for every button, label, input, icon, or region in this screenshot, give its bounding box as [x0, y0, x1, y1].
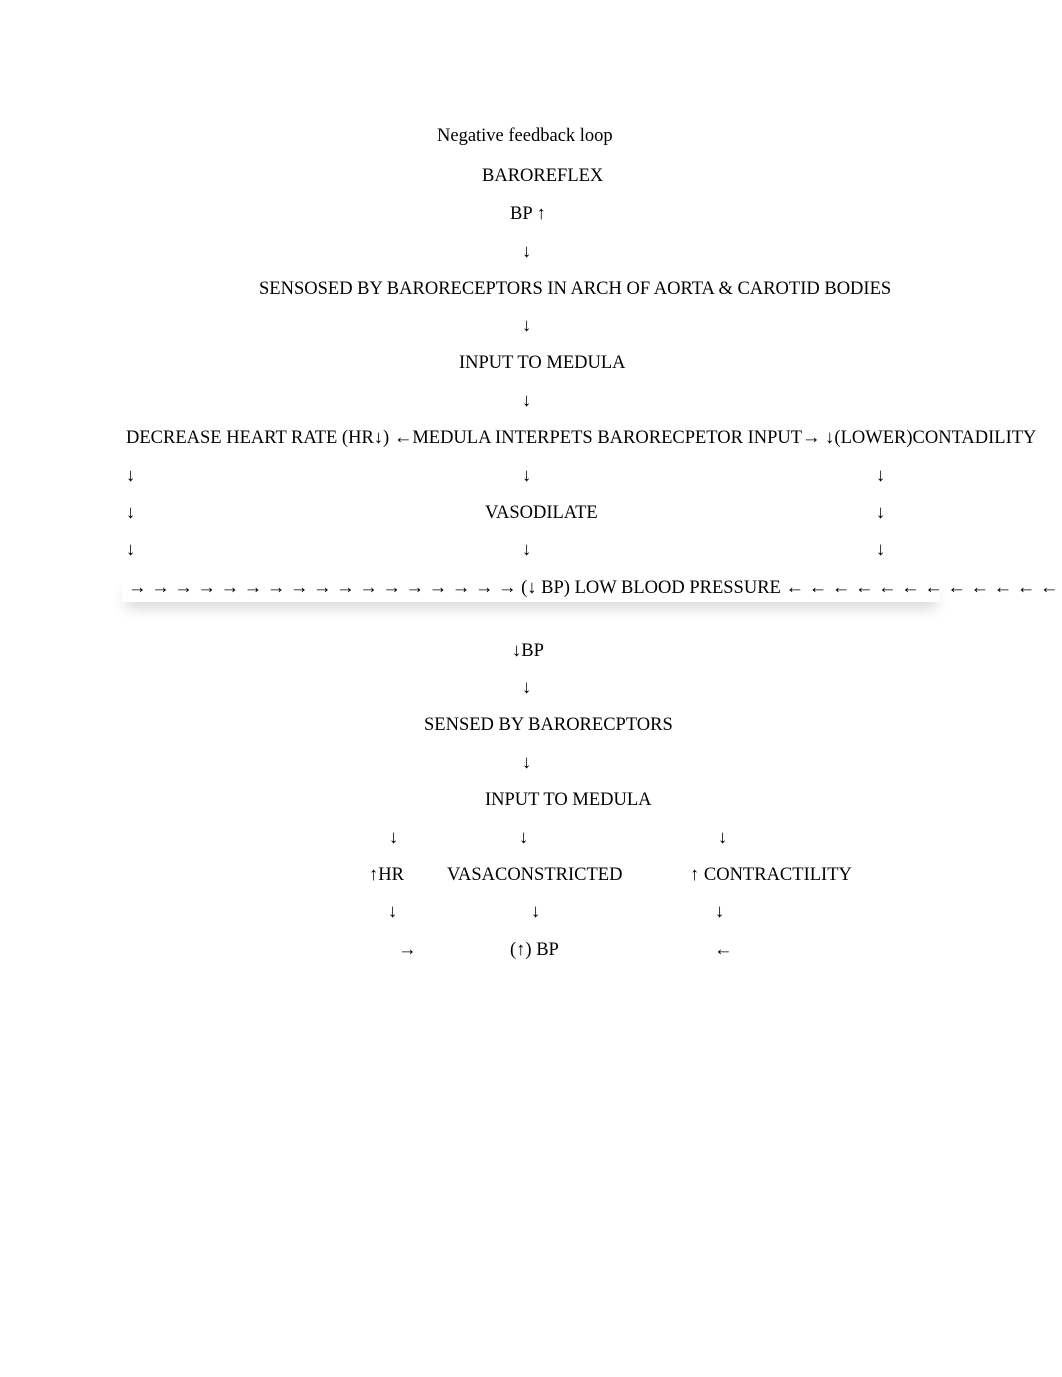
raised-bp-result: (↑) BP [510, 940, 559, 960]
arrow-down: ↓ [522, 753, 532, 773]
arrow-down: ↓ [876, 540, 886, 560]
arrow-down: ↓ [126, 466, 136, 486]
high-bp-start: BP ↑ [510, 204, 546, 224]
diagram-title: Negative feedback loop [437, 126, 613, 146]
arrow-down: ↓ [519, 828, 529, 848]
arrow-down: ↓ [389, 828, 399, 848]
high-bp-sensed: SENSOSED BY BARORECEPTORS IN ARCH OF AOR… [259, 279, 892, 299]
low-blood-pressure-row: → → → → → → → → → → → → → → → → → (↓ BP)… [128, 578, 1062, 598]
arrow-down: ↓ [718, 828, 728, 848]
arrow-down: ↓ [388, 902, 398, 922]
low-bp-input: INPUT TO MEDULA [485, 790, 652, 810]
vasoconstricted-label: VASACONSTRICTED [447, 865, 623, 885]
arrow-down: ↓ [126, 540, 136, 560]
arrow-down: ↓ [531, 902, 541, 922]
arrow-down: ↓ [876, 466, 886, 486]
arrow-down: ↓ [715, 902, 725, 922]
increase-hr-label: ↑HR [369, 865, 404, 885]
arrow-right: → [398, 940, 417, 960]
arrow-down: ↓ [522, 466, 532, 486]
arrow-down: ↓ [522, 540, 532, 560]
arrow-down: ↓ [522, 316, 532, 336]
high-bp-response-row: DECREASE HEART RATE (HR↓) ←MEDULA INTERP… [126, 428, 1037, 448]
arrow-down: ↓ [522, 678, 532, 698]
arrow-down: ↓ [126, 503, 136, 523]
arrow-left: ← [714, 940, 733, 960]
low-bp-start: ↓BP [512, 641, 544, 661]
increase-contractility-label: ↑ CONTRACTILITY [690, 865, 852, 885]
arrow-down: ↓ [876, 503, 886, 523]
diagram-subtitle: BAROREFLEX [482, 166, 604, 186]
vasodilate-label: VASODILATE [485, 503, 598, 523]
low-bp-sensed: SENSED BY BARORECPTORS [424, 715, 673, 735]
arrow-down: ↓ [522, 242, 532, 262]
arrow-down: ↓ [522, 391, 532, 411]
high-bp-input: INPUT TO MEDULA [459, 353, 626, 373]
